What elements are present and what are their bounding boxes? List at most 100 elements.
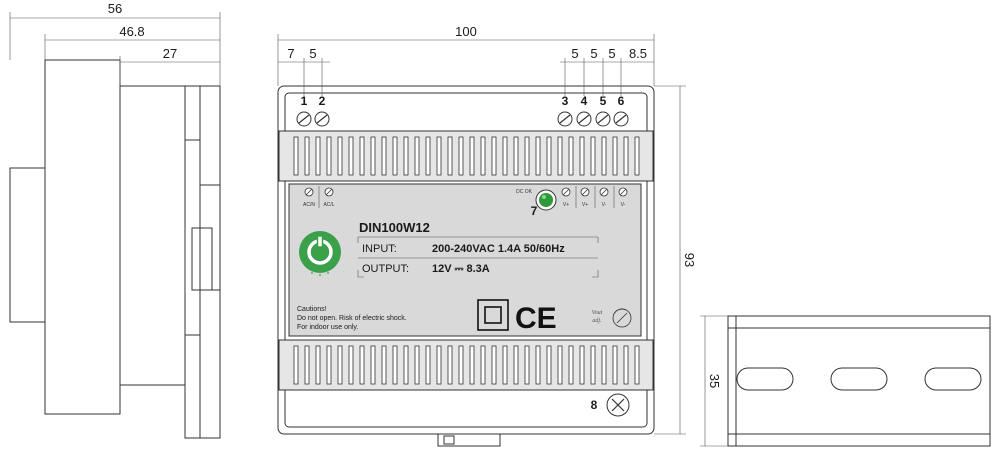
top-vent-fin-1 <box>304 136 310 176</box>
bottom-vent-fin-19 <box>502 345 508 385</box>
top-vent-fin-16 <box>469 136 475 176</box>
din-rail-slot-2 <box>830 367 888 391</box>
brand-logo-icon <box>299 231 341 276</box>
bottom-vent-fin-16 <box>469 345 475 385</box>
top-vent-fin-2 <box>315 136 321 176</box>
top-vent-fin-30 <box>623 136 629 176</box>
top-vent-fin-12 <box>425 136 431 176</box>
dim-label-side-depth-front: 27 <box>163 46 177 61</box>
top-vent-fin-17 <box>480 136 486 176</box>
label-panel <box>288 183 642 337</box>
top-vent-fin-31 <box>634 136 640 176</box>
terminal-label-v-plus-1: V+ <box>563 202 569 208</box>
top-vent-fin-19 <box>502 136 508 176</box>
vout-adj-knob-icon <box>612 308 632 328</box>
top-vent-fin-14 <box>447 136 453 176</box>
side-view: 56 46.8 27 <box>9 1 221 439</box>
bottom-vent-fin-8 <box>381 345 387 385</box>
top-vent-fin-5 <box>348 136 354 176</box>
output-value: 12V ⎓ 8.3A <box>432 263 490 275</box>
panel-screws-right <box>561 187 628 197</box>
bottom-vent-fin-18 <box>491 345 497 385</box>
terminal-label-ac-l: AC/L <box>323 202 334 208</box>
side-view-inner <box>44 86 220 438</box>
vout-adj-label-2: adj. <box>592 318 601 324</box>
caution-line-1: Do not open. Risk of electric shock. <box>297 315 407 322</box>
top-vent-fin-13 <box>436 136 442 176</box>
front-housing-inner <box>284 92 648 428</box>
dim-label-front-width: 100 <box>455 24 477 39</box>
top-vent-fin-28 <box>601 136 607 176</box>
top-vent-fin-18 <box>491 136 497 176</box>
bottom-vent-fin-27 <box>590 345 596 385</box>
spec-bracket-top <box>357 236 599 243</box>
bottom-vent-fin-9 <box>392 345 398 385</box>
top-vent-fin-0 <box>293 136 299 176</box>
top-vent-fins <box>293 136 640 176</box>
bottom-vent-fin-5 <box>348 345 354 385</box>
bottom-vent-fin-21 <box>524 345 530 385</box>
model-name: DIN100W12 <box>359 220 430 235</box>
terminal-screw-1 <box>296 111 312 127</box>
bottom-vent-fins <box>293 345 640 385</box>
led-number-7: 7 <box>531 204 538 218</box>
bottom-vent-fin-2 <box>315 345 321 385</box>
terminal-screws-top <box>296 111 629 127</box>
bottom-vent-fin-26 <box>579 345 585 385</box>
bottom-vent-band <box>278 339 654 391</box>
dim-label-spacing-5d: 5 <box>608 46 615 61</box>
top-vent-fin-26 <box>579 136 585 176</box>
bottom-vent-fin-20 <box>513 345 519 385</box>
din-rail-slot-1 <box>736 367 794 391</box>
panel-screws-left <box>304 187 334 197</box>
din-clip <box>437 434 501 447</box>
top-vent-band <box>278 130 654 182</box>
side-view-outline <box>9 59 221 439</box>
din-clip-slot <box>443 435 455 445</box>
top-vent-fin-3 <box>326 136 332 176</box>
top-vent-fin-15 <box>458 136 464 176</box>
top-vent-fin-29 <box>612 136 618 176</box>
bottom-vent-fin-1 <box>304 345 310 385</box>
terminal-screw-6 <box>613 111 629 127</box>
bottom-vent-fin-14 <box>447 345 453 385</box>
top-vent-fin-10 <box>403 136 409 176</box>
terminal-label-v-plus-2: V+ <box>582 202 588 208</box>
dc-ok-led-icon <box>535 189 557 211</box>
ground-number-8: 8 <box>591 398 598 412</box>
top-vent-fin-20 <box>513 136 519 176</box>
terminal-number-4: 4 <box>581 94 588 108</box>
ce-mark-icon: CE <box>515 302 557 335</box>
top-vent-fin-23 <box>546 136 552 176</box>
front-view: 1 2 3 4 5 6 AC/N AC/L V+ V+ <box>277 24 697 447</box>
bottom-vent-fin-17 <box>480 345 486 385</box>
top-vent-fin-4 <box>337 136 343 176</box>
top-vent-fin-27 <box>590 136 596 176</box>
dim-label-rail-height: 35 <box>707 374 722 388</box>
bottom-vent-fin-24 <box>557 345 563 385</box>
terminal-label-ac-n: AC/N <box>303 202 315 208</box>
top-vent-fin-22 <box>535 136 541 176</box>
top-vent-fin-21 <box>524 136 530 176</box>
terminal-number-6: 6 <box>618 94 625 108</box>
vout-adj-label: Vout <box>592 310 603 316</box>
input-value: 200-240VAC 1.4A 50/60Hz <box>432 243 565 255</box>
bottom-vent-fin-25 <box>568 345 574 385</box>
led-label: DC OK <box>516 189 533 195</box>
bottom-vent-fin-13 <box>436 345 442 385</box>
bottom-vent-fin-29 <box>612 345 618 385</box>
front-housing <box>277 85 655 435</box>
double-insulation-icon <box>477 299 509 331</box>
din-rail-slot-3 <box>924 367 982 391</box>
dim-label-spacing-5a: 5 <box>309 46 316 61</box>
dim-label-front-height: 93 <box>682 253 697 267</box>
top-vent-fin-8 <box>381 136 387 176</box>
bottom-vent-fin-3 <box>326 345 332 385</box>
dim-label-spacing-8-5: 8.5 <box>629 46 647 61</box>
top-vent-fin-24 <box>557 136 563 176</box>
bottom-vent-fin-11 <box>414 345 420 385</box>
bottom-vent-fin-12 <box>425 345 431 385</box>
bottom-vent-fin-23 <box>546 345 552 385</box>
bottom-vent-fin-30 <box>623 345 629 385</box>
